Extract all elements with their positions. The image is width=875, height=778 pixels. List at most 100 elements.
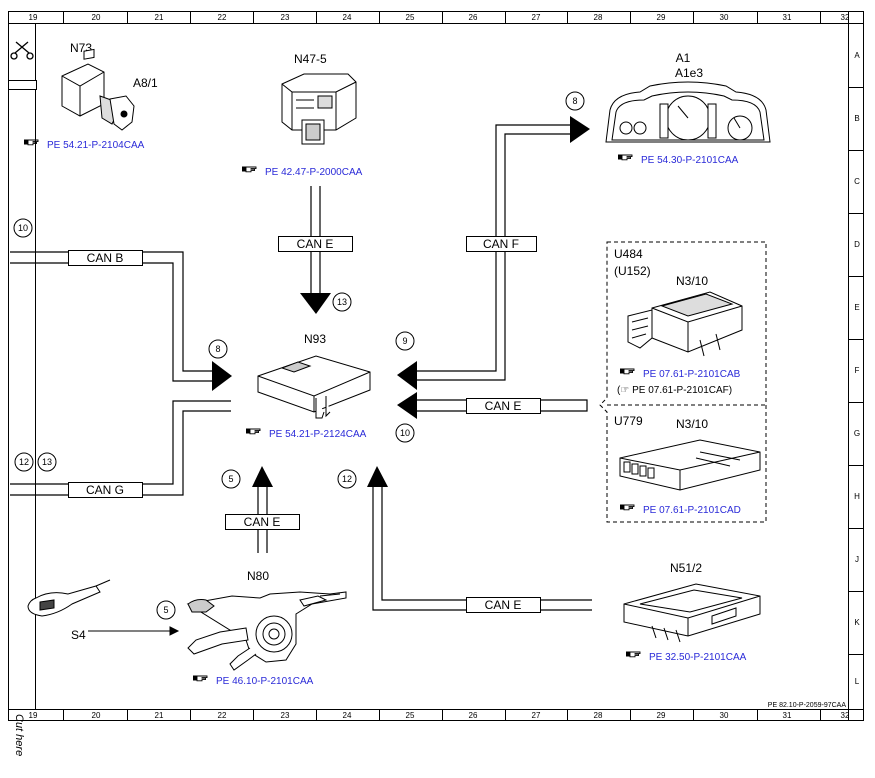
arrow-right	[212, 361, 232, 391]
col-label: 24	[343, 13, 352, 22]
row-label: B	[854, 114, 859, 123]
n47-5-component: N47-5 PE 42.47-P-2000CAA	[241, 52, 363, 178]
marker-8-left: 8	[208, 339, 228, 359]
svg-text:12: 12	[19, 457, 29, 467]
esp-unit-icon	[281, 73, 357, 145]
svg-text:CAN G: CAN G	[86, 483, 124, 497]
n93-ref[interactable]: PE 54.21-P-2124CAA	[269, 429, 367, 440]
row-label: H	[854, 492, 860, 501]
row-label: D	[854, 240, 860, 249]
col-label: 32	[841, 711, 850, 720]
ecu-u779-icon	[619, 439, 761, 491]
col-label: 22	[218, 13, 227, 22]
u484-ref-alt: (☞ PE 07.61-P-2101CAF)	[617, 385, 732, 396]
svg-text:CAN F: CAN F	[483, 237, 519, 251]
u484-ref[interactable]: PE 07.61-P-2101CAB	[643, 369, 741, 380]
svg-text:CAN B: CAN B	[87, 251, 124, 265]
row-label: F	[855, 366, 860, 375]
ecu-u484-icon	[627, 291, 743, 357]
pointing-hand-icon	[241, 166, 257, 173]
u779-label: U779	[614, 414, 643, 428]
col-label: 22	[218, 711, 227, 720]
marker-10-left: 10	[13, 218, 33, 238]
ruler-columns-bottom: 19 20 21 22 23 24 25 26 27 28 29 30 31 3…	[29, 711, 850, 720]
ruler-rows: A B C D E F G H J K L	[854, 51, 860, 686]
can-e-right-label: CAN E	[466, 398, 541, 414]
pointing-hand-icon	[619, 368, 635, 375]
bus-arrows	[212, 116, 590, 487]
row-label: G	[854, 429, 860, 438]
col-label: 29	[657, 711, 666, 720]
can-g-label: CAN G	[68, 482, 143, 498]
s4-label: S4	[71, 628, 86, 642]
cut-guide	[8, 80, 37, 90]
marker-8-top: 8	[565, 91, 585, 111]
pointing-hand-icon	[619, 504, 635, 511]
u484-label: U484	[614, 247, 643, 261]
n73-ref[interactable]: PE 54.21-P-2104CAA	[47, 140, 145, 151]
col-label: 23	[281, 13, 290, 22]
can-e-top-label: CAN E	[278, 236, 353, 252]
col-label: 25	[406, 711, 415, 720]
row-label: C	[854, 177, 860, 186]
col-label: 29	[657, 13, 666, 22]
can-b-label: CAN B	[68, 250, 143, 266]
n80-ref[interactable]: PE 46.10-P-2101CAA	[216, 676, 314, 687]
marker-10-right: 10	[395, 423, 415, 443]
col-label: 27	[532, 711, 541, 720]
svg-text:8: 8	[215, 344, 220, 354]
svg-text:CAN E: CAN E	[485, 598, 522, 612]
arrow-down	[300, 293, 331, 314]
arrow-right	[570, 116, 590, 143]
col-label: 31	[783, 711, 792, 720]
row-label: E	[854, 303, 859, 312]
u779-ref[interactable]: PE 07.61-P-2101CAD	[643, 505, 741, 516]
col-label: 27	[532, 13, 541, 22]
n47-5-label: N47-5	[294, 52, 327, 66]
marker-5-mid: 5	[221, 469, 241, 489]
col-label: 26	[469, 711, 478, 720]
svg-text:13: 13	[42, 457, 52, 467]
gateway-module-icon	[257, 355, 371, 419]
col-label: 20	[92, 711, 101, 720]
n51-2-label: N51/2	[670, 561, 702, 575]
frame	[8, 11, 864, 721]
s4-component: S4	[27, 579, 180, 642]
col-label: 30	[720, 711, 729, 720]
n51-2-component: N51/2 PE 32.50-P-2101CAA	[623, 561, 761, 663]
arrow-up	[367, 466, 388, 487]
pointing-hand-icon	[625, 651, 641, 658]
combination-switch-icon	[27, 579, 111, 617]
col-label: 25	[406, 13, 415, 22]
u779-component: U779 N3/10 PE 07.61-P-2101CAD	[614, 414, 761, 516]
a1-component: A1 A1e3 PE 54.30-P-2101CAA	[605, 51, 771, 166]
pointing-hand-icon	[617, 154, 633, 161]
col-label: 24	[343, 711, 352, 720]
a1-ref[interactable]: PE 54.30-P-2101CAA	[641, 155, 739, 166]
n80-component: N80 PE 46.10-P-2101CAA	[186, 569, 347, 687]
col-label: 31	[783, 13, 792, 22]
row-label: J	[855, 555, 859, 564]
n73-sublabel: A8/1	[133, 76, 158, 90]
u484-sublabel: (U152)	[614, 264, 651, 278]
pointing-hand-icon	[23, 139, 39, 146]
col-label: 26	[469, 13, 478, 22]
col-label: 20	[92, 13, 101, 22]
ruler-columns-top: 19 20 21 22 23 24 25 26 27 28 29 30 31 3…	[29, 13, 850, 22]
doc-id: PE 82.10-P-2059-97CAA	[768, 702, 847, 709]
svg-text:CAN E: CAN E	[244, 515, 281, 529]
marker-5-s4: 5	[156, 600, 176, 620]
pointing-hand-icon	[192, 675, 208, 682]
n51-2-ref[interactable]: PE 32.50-P-2101CAA	[649, 652, 747, 663]
svg-text:CAN E: CAN E	[297, 237, 334, 251]
engine-control-group	[599, 241, 767, 523]
arrow-up	[252, 466, 273, 487]
can-f-label: CAN F	[466, 236, 537, 252]
n47-5-ref[interactable]: PE 42.47-P-2000CAA	[265, 167, 363, 178]
marker-13-top: 13	[332, 292, 352, 312]
marker-12-left: 12	[14, 452, 34, 472]
marker-9: 9	[395, 331, 415, 351]
svg-text:CAN E: CAN E	[485, 399, 522, 413]
instrument-cluster-icon	[605, 81, 771, 143]
